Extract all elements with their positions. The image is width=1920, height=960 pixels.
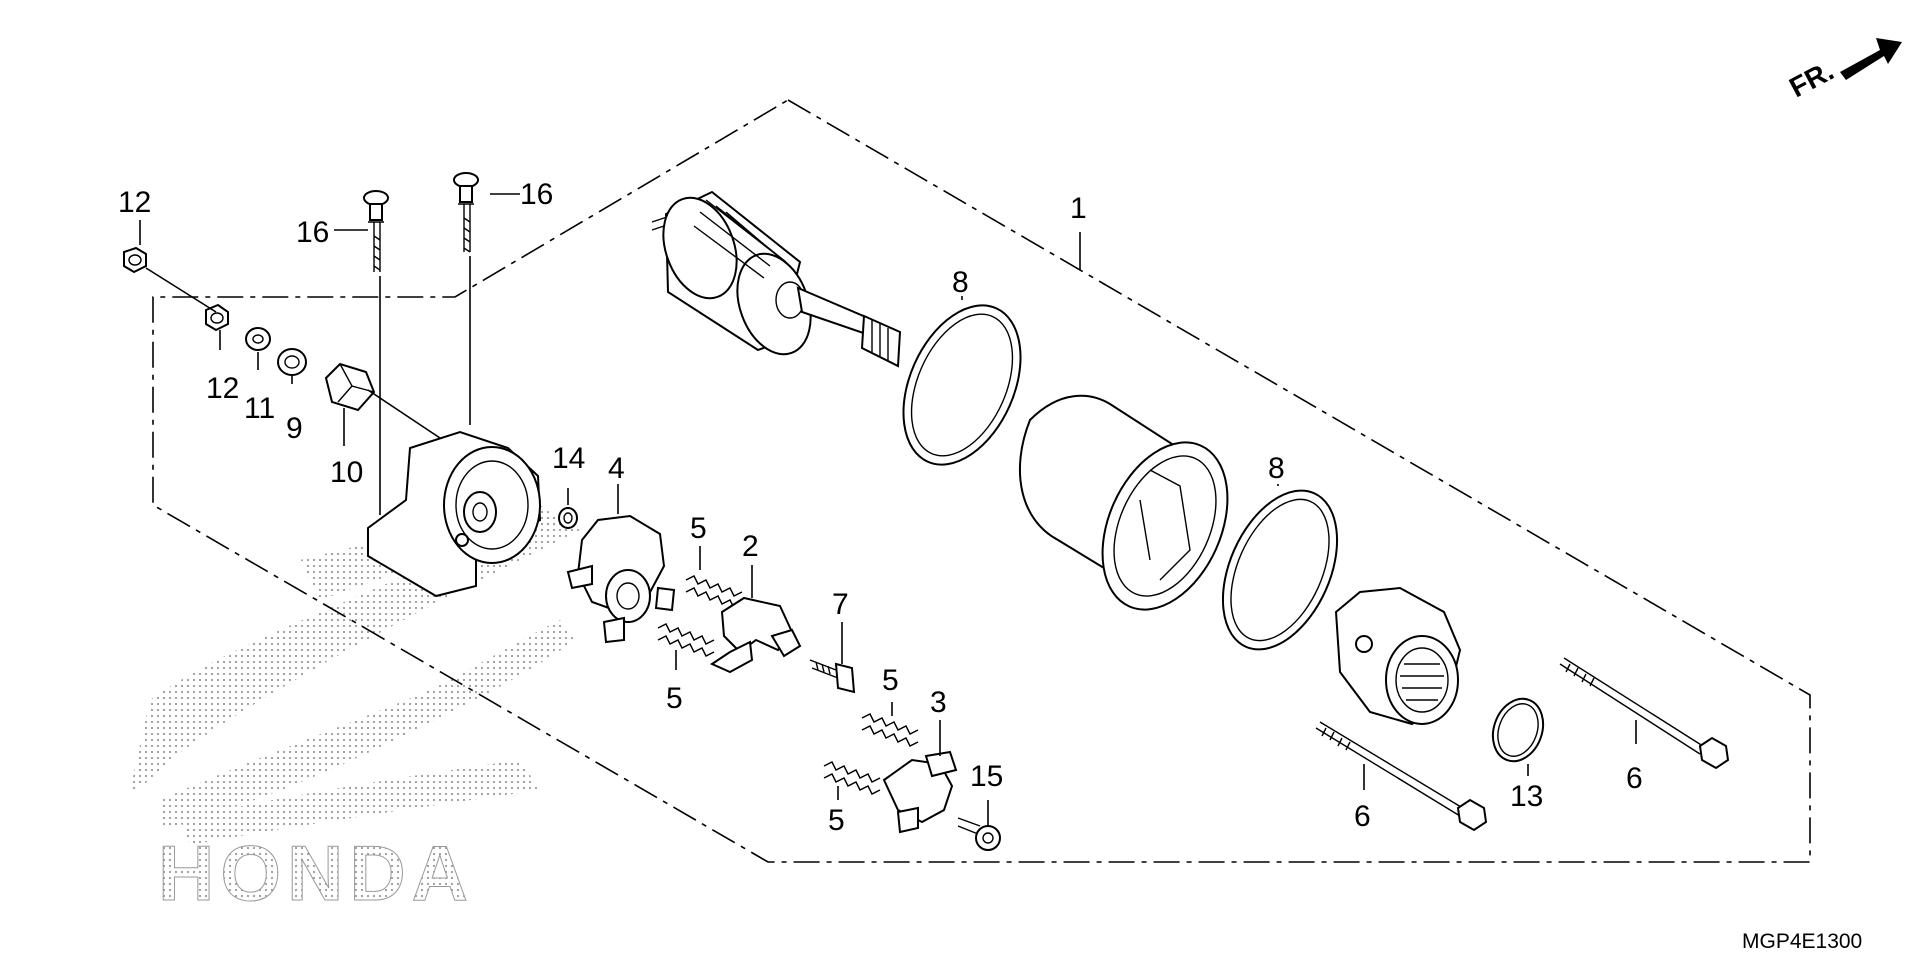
part-8-o-ring-upper — [902, 304, 1022, 466]
part-15-screw — [957, 817, 1001, 851]
part-3-brush-set — [882, 750, 958, 834]
front-cover — [1334, 586, 1462, 726]
part-7-terminal-bolt — [809, 659, 856, 694]
armature — [651, 190, 902, 368]
callout-6-lower: 6 — [1354, 800, 1371, 833]
callout-12-outer: 12 — [118, 186, 151, 219]
callout-5-upper: 5 — [690, 512, 707, 545]
callout-14: 14 — [552, 442, 585, 475]
assembly-outline — [152, 99, 1811, 863]
part-10-terminal-insulator — [324, 362, 376, 412]
part-9-bushing — [277, 348, 307, 376]
callout-8-upper: 8 — [952, 266, 969, 299]
part-6-long-bolt-upper — [1559, 657, 1730, 770]
callout-2: 2 — [742, 530, 759, 563]
part-11-washer — [245, 327, 271, 351]
callout-16-right: 16 — [520, 178, 553, 211]
part-16-bolt-right — [453, 172, 479, 253]
part-14-washer — [558, 507, 578, 529]
callout-6-upper: 6 — [1626, 762, 1643, 795]
part-12-nut-inner — [205, 303, 229, 332]
part-8-o-ring-lower — [1221, 489, 1339, 651]
part-13-o-ring — [1491, 697, 1545, 763]
leader-lines — [139, 193, 1637, 826]
callout-15: 15 — [970, 760, 1003, 793]
part-6-long-bolt-lower — [1315, 721, 1488, 832]
callout-8-lower: 8 — [1268, 452, 1285, 485]
part-5-spring-bottom — [823, 761, 881, 795]
callout-16-left: 16 — [296, 216, 329, 249]
front-direction-label: FR. — [1784, 55, 1838, 104]
callout-7: 7 — [832, 588, 849, 621]
callout-11: 11 — [244, 392, 275, 425]
drawing-code: MGP4E1300 — [1742, 930, 1862, 953]
honda-watermark-text: HONDA — [158, 829, 474, 917]
part-4-brush-holder — [566, 514, 676, 644]
part-5-spring-lower-left — [657, 623, 715, 657]
callout-5-left: 5 — [666, 682, 683, 715]
part-5-spring-middle — [861, 713, 919, 747]
rear-cover-housing — [367, 430, 542, 598]
callout-4: 4 — [608, 452, 625, 485]
part-5-spring-upper — [685, 575, 743, 609]
callout-12-inner: 12 — [206, 372, 239, 405]
callout-3: 3 — [930, 686, 947, 719]
part-16-bolt-left — [363, 190, 389, 272]
callout-5-middle: 5 — [882, 664, 899, 697]
part-12-nut-outer — [123, 246, 147, 274]
front-direction-arrow-icon — [1840, 38, 1902, 80]
callout-5-bottom: 5 — [828, 804, 845, 837]
callout-1: 1 — [1070, 192, 1087, 225]
callout-13: 13 — [1510, 780, 1543, 813]
part-2-brush-set — [709, 596, 802, 674]
yoke-housing — [1019, 394, 1229, 611]
callout-10: 10 — [330, 456, 363, 489]
callout-9: 9 — [286, 412, 303, 445]
